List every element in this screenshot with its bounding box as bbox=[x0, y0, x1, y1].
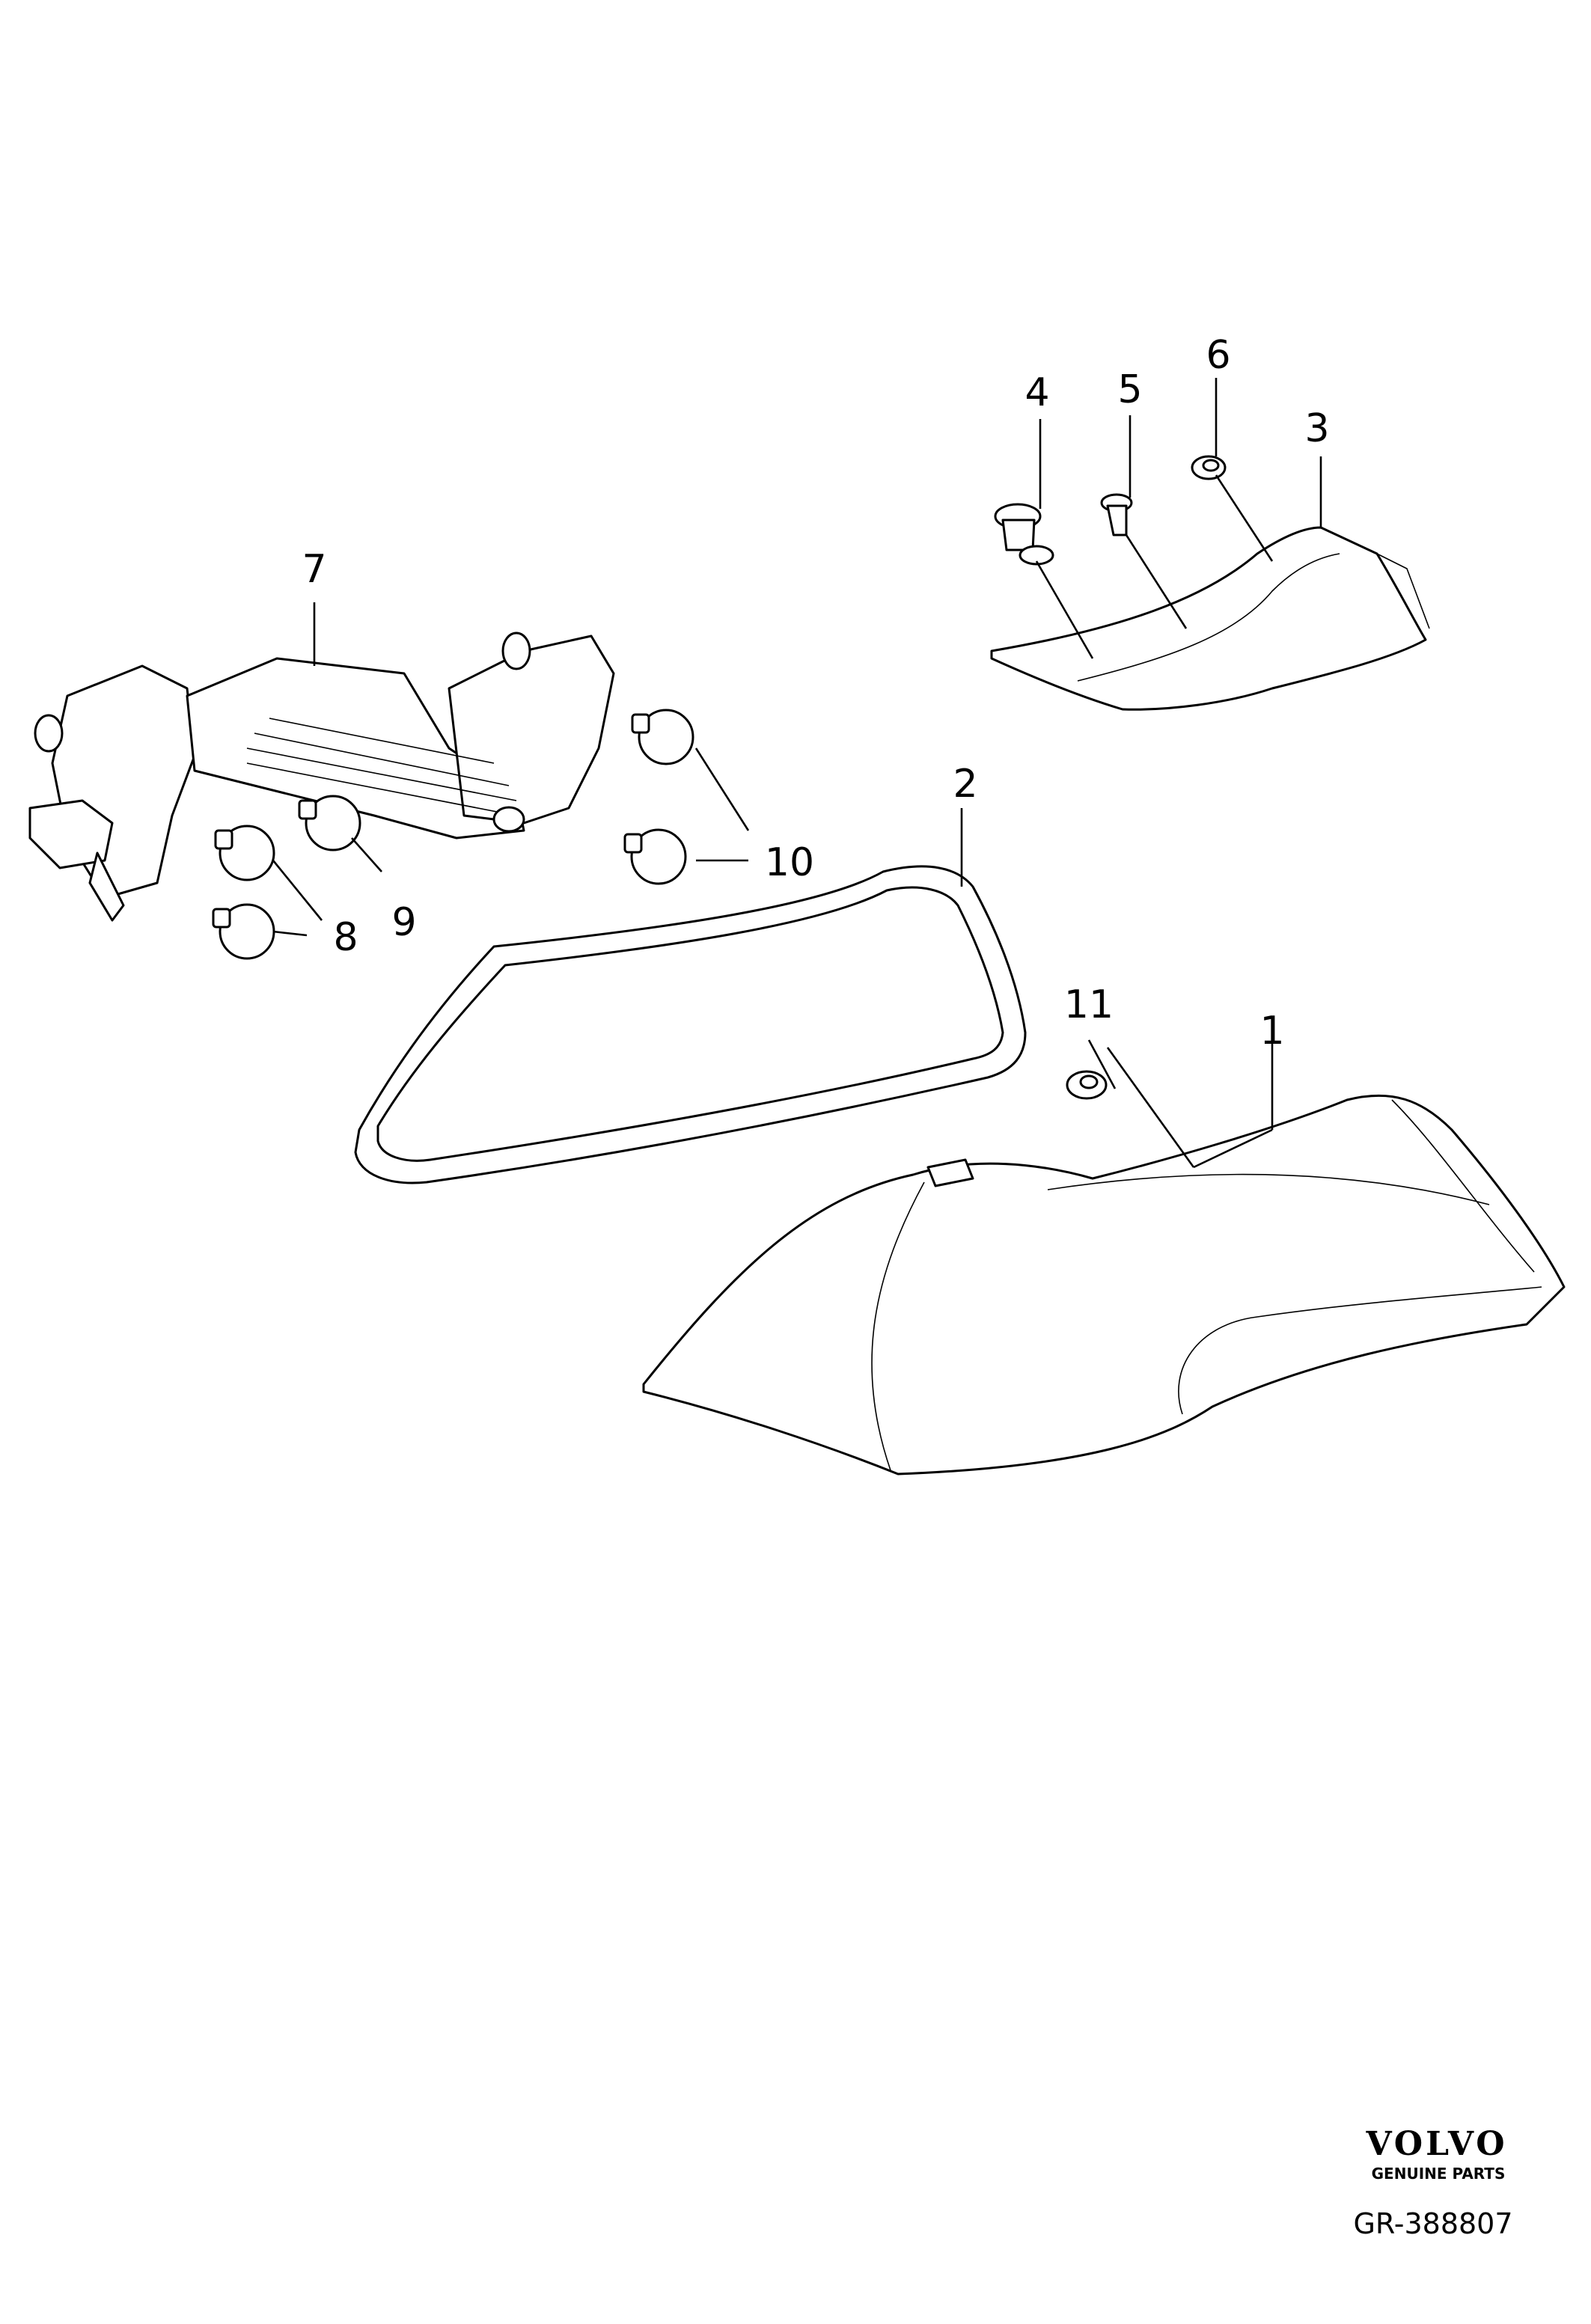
callout-1: 1 bbox=[1259, 1009, 1284, 1054]
callout-8: 8 bbox=[333, 915, 358, 960]
volvo-logo: VOLVO GENUINE PARTS bbox=[1365, 2125, 1507, 2183]
lamp-seal-gasket bbox=[354, 865, 1027, 1184]
clip-nut bbox=[1066, 1070, 1108, 1100]
callout-7: 7 bbox=[302, 547, 326, 592]
push-rivet bbox=[994, 503, 1054, 566]
screw bbox=[1100, 493, 1133, 536]
bulb-10-lower bbox=[623, 828, 687, 885]
callout-2: 2 bbox=[953, 762, 977, 807]
bulb-8-upper bbox=[214, 825, 275, 881]
callout-6: 6 bbox=[1206, 333, 1230, 378]
callout-11: 11 bbox=[1064, 982, 1114, 1027]
callout-5: 5 bbox=[1117, 367, 1142, 412]
tail-lamp-housing bbox=[642, 1094, 1566, 1476]
bulb-8-lower bbox=[212, 903, 275, 960]
bulb-10-upper bbox=[631, 709, 694, 765]
logo-wordmark: VOLVO bbox=[1365, 2125, 1507, 2163]
nut bbox=[1191, 455, 1227, 480]
callout-3: 3 bbox=[1304, 406, 1329, 451]
side-marker-lens bbox=[990, 526, 1430, 711]
leader-lines bbox=[272, 378, 1322, 1169]
bulb-9 bbox=[298, 795, 361, 851]
diagram-reference-number: GR-388807 bbox=[1353, 2207, 1512, 2240]
logo-tagline: GENUINE PARTS bbox=[1372, 2165, 1506, 2183]
bulb-holder-assembly bbox=[28, 632, 615, 922]
callout-10: 10 bbox=[765, 840, 814, 885]
callout-4: 4 bbox=[1024, 370, 1049, 415]
callout-9: 9 bbox=[391, 900, 416, 945]
